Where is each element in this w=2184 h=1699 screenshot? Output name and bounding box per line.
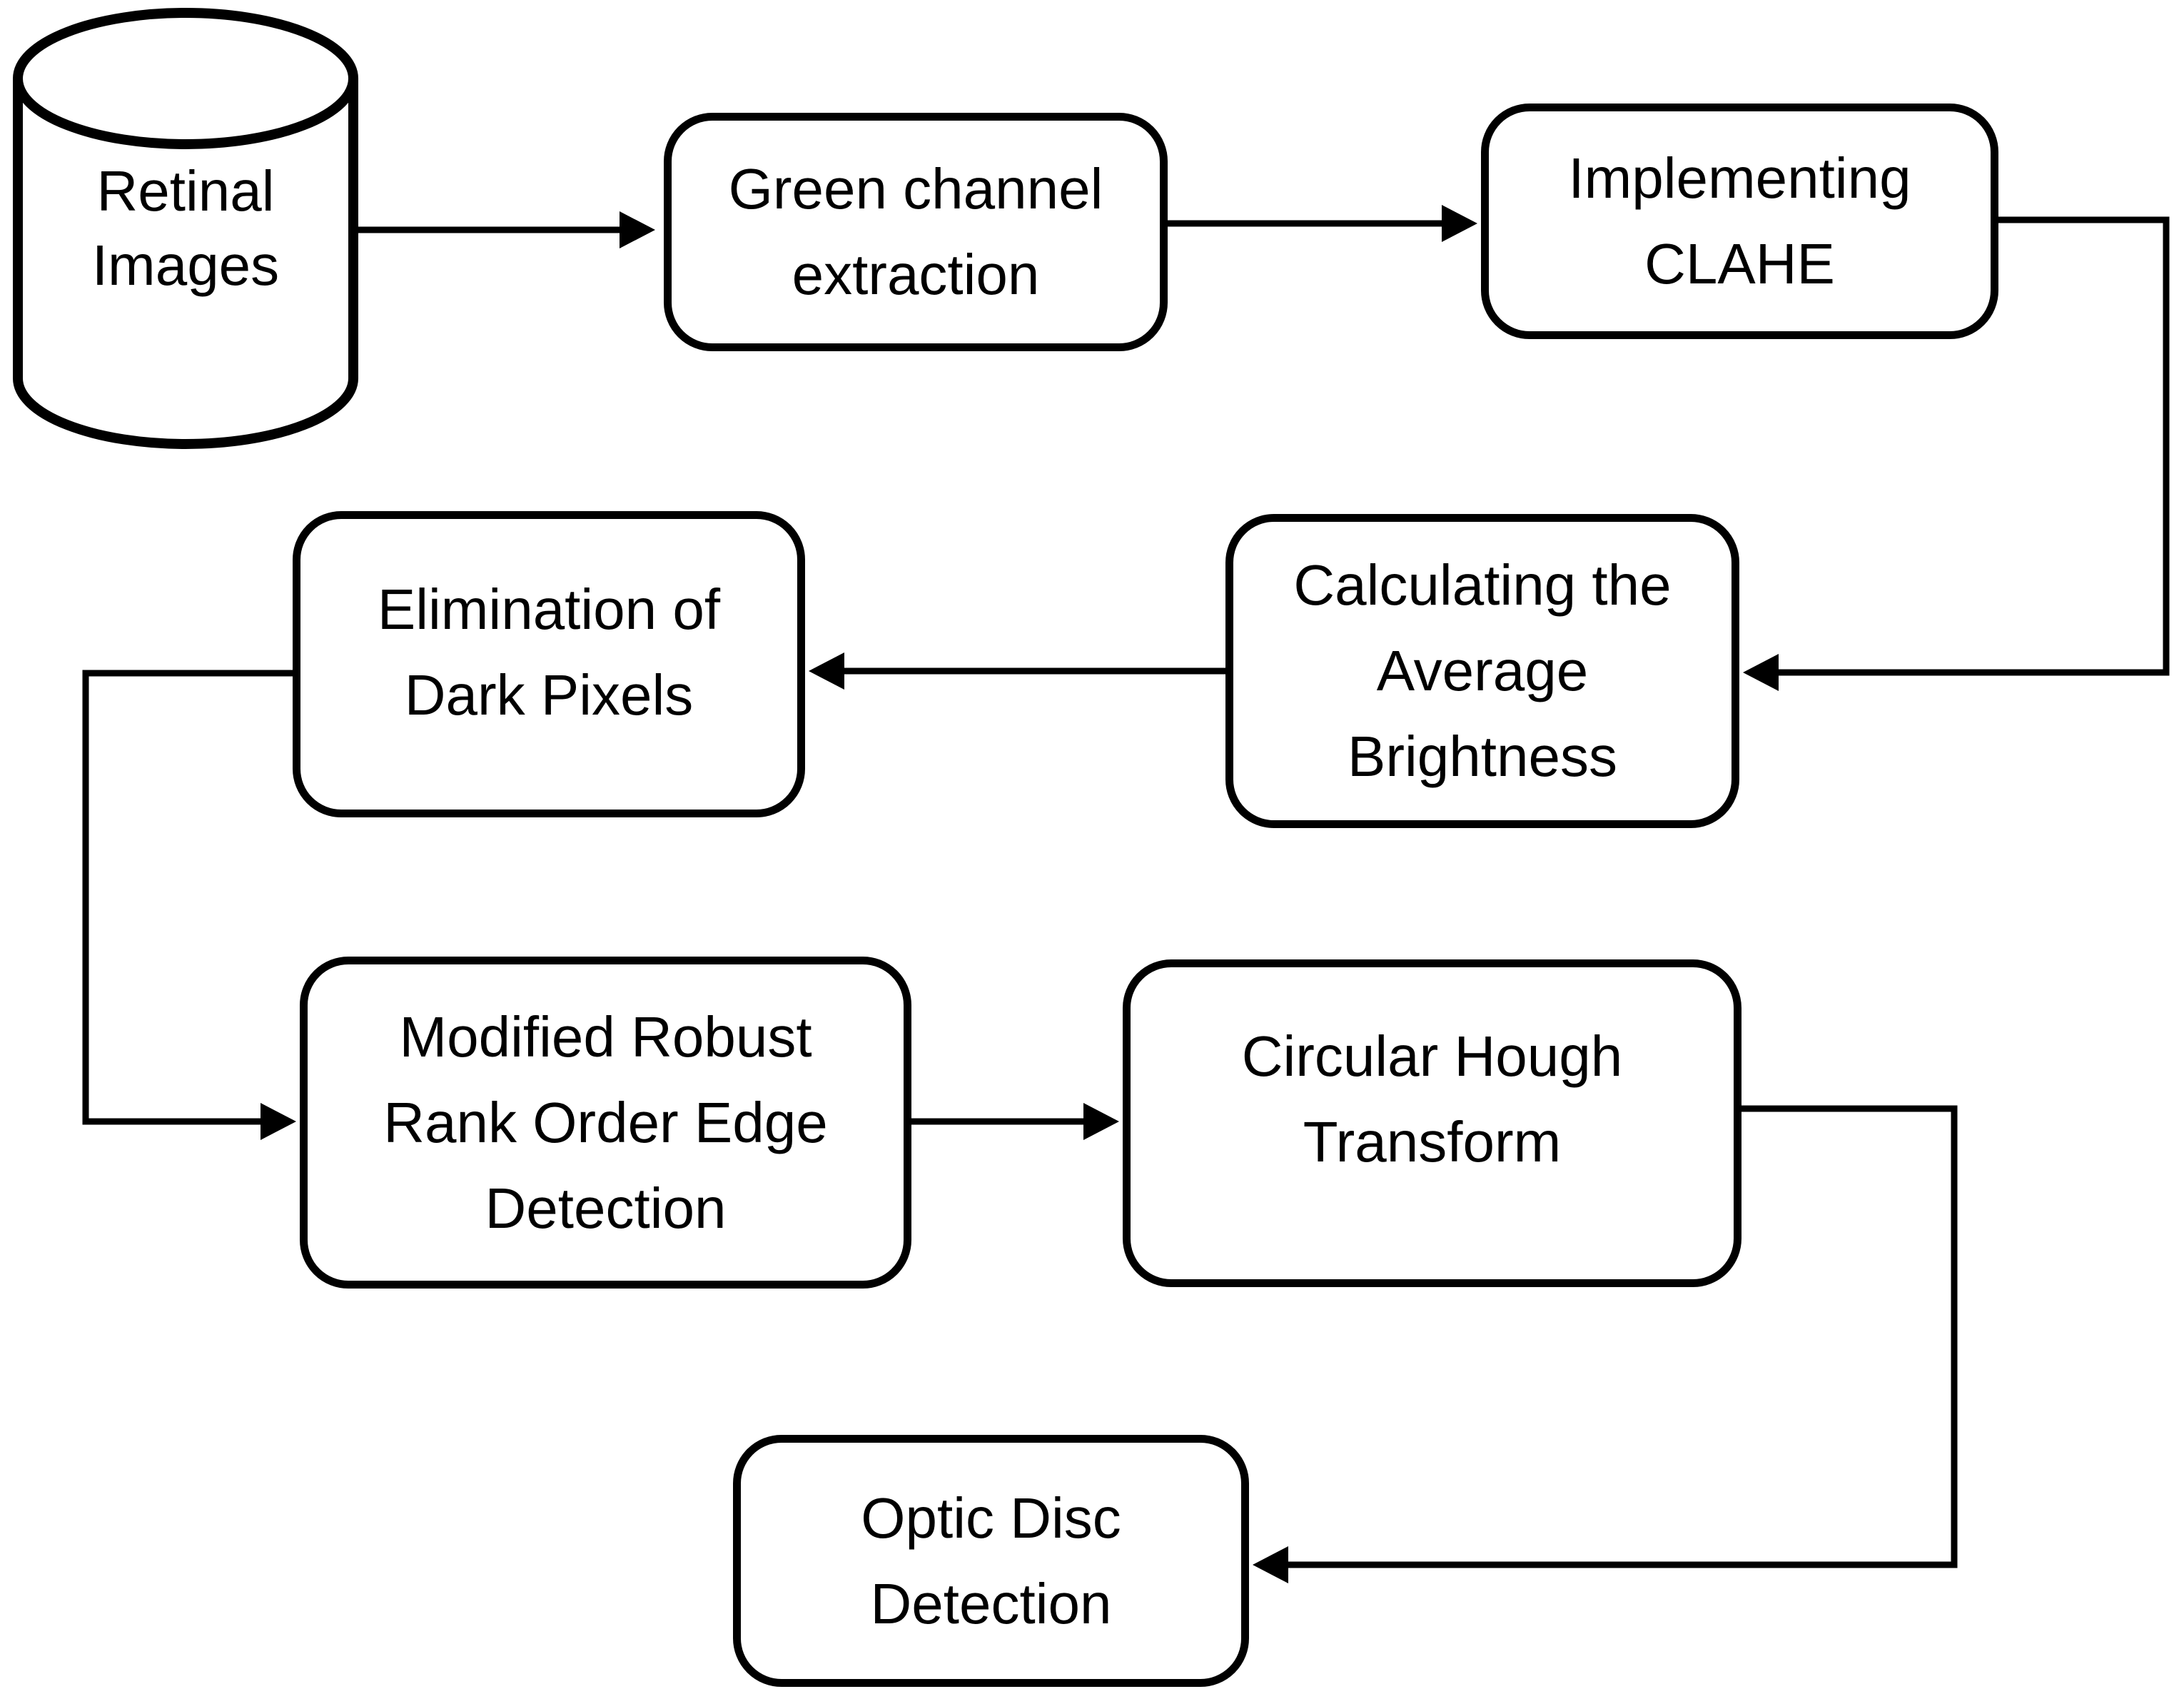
node-label-line: Green channel (728, 157, 1103, 221)
node-label-line: Average (1376, 639, 1589, 702)
node-label-line: Brightness (1348, 725, 1617, 788)
arrow-green-to-clahe (1166, 205, 1477, 242)
node-label-line: Transform (1303, 1109, 1562, 1174)
node-label-line: Images (91, 233, 280, 297)
node-label-line: Detection (485, 1176, 727, 1240)
node-retinal-images: Retinal Images (18, 11, 353, 503)
node-modified-rank-order-edge-detection: Modified Robust Rank Order Edge Detectio… (300, 957, 911, 1289)
node-label-line: Calculating the (1293, 553, 1672, 617)
database-cylinder-shape (13, 8, 359, 449)
node-label-line: extraction (792, 243, 1040, 306)
node-label-line: Modified Robust (399, 1004, 812, 1069)
node-green-channel-extraction: Green channel extraction (664, 113, 1168, 351)
node-circular-hough-transform: Circular Hough Transform (1123, 959, 1741, 1287)
node-label-line: Implementing (1568, 146, 1911, 210)
node-label-line: Retinal (96, 159, 275, 223)
arrow-clahe-to-calculating (1743, 216, 2170, 691)
node-label-line: Optic Disc (861, 1486, 1121, 1550)
node-label-line: CLAHE (1644, 232, 1835, 296)
arrow-elimination-to-modified (82, 670, 296, 1140)
node-calculating-average-brightness: Calculating the Average Brightness (1225, 514, 1739, 828)
arrow-retinal-to-green (353, 211, 655, 248)
node-elimination-of-dark-pixels: Elimination of Dark Pixels (293, 511, 805, 817)
node-label-line: Rank Order Edge (383, 1090, 828, 1154)
arrow-calculating-to-elimination (809, 652, 1225, 690)
node-label-line: Dark Pixels (404, 662, 694, 727)
node-label-line: Detection (870, 1571, 1112, 1635)
arrow-modified-to-circular (911, 1103, 1119, 1140)
node-implementing-clahe: Implementing CLAHE (1481, 104, 1998, 339)
arrow-circular-to-optic (1253, 1105, 1958, 1583)
node-label-line: Elimination of (377, 577, 721, 641)
node-label-line: Circular Hough (1241, 1024, 1623, 1088)
node-optic-disc-detection: Optic Disc Detection (733, 1435, 1249, 1687)
